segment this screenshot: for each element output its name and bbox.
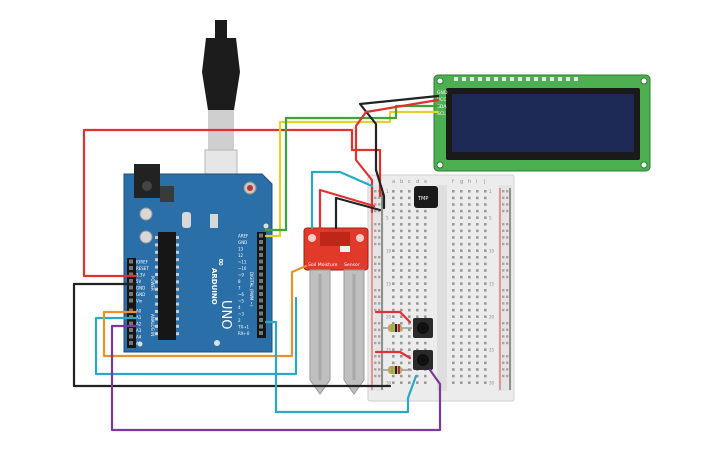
- wire-cyan-sensor: [94, 170, 374, 376]
- analog-pin-label: A4: [136, 334, 142, 339]
- digital-pin-label: 4: [238, 305, 241, 310]
- power-section-label: POWER: [150, 276, 155, 291]
- digital-pin-label: 7: [238, 285, 241, 290]
- row-label-left: 20: [386, 314, 392, 319]
- resistor-2: [382, 366, 412, 374]
- digital-pin-label: ~10: [238, 266, 247, 271]
- soil-moisture-sensor[interactable]: Soil Moisture Sensor: [303, 227, 369, 395]
- usb-cable: [202, 20, 240, 195]
- soil-label-left: Soil Moisture: [308, 262, 338, 268]
- col-label-b: b: [400, 179, 403, 185]
- digital-pwm-label: DIGITAL (PWM ~): [249, 272, 254, 307]
- power-pin-label: IOREF: [136, 259, 149, 264]
- digital-pin-label: GND: [238, 240, 247, 245]
- col-label-h: h: [468, 179, 471, 185]
- row-label-right: 30: [489, 380, 495, 385]
- wires: [72, 94, 442, 432]
- breadboard-column-labels: a b c d e f g h i j: [392, 179, 485, 185]
- power-pin-label: 3.3V: [136, 272, 145, 277]
- row-label-left: 15: [386, 281, 392, 286]
- digital-pin-label: 2: [238, 318, 241, 323]
- arduino-brand-label: ARDUINO: [210, 268, 218, 305]
- lcd-pin-gnd: GND: [437, 90, 448, 96]
- analog-pin-label: A0: [136, 308, 142, 313]
- wire-orange-a0: [102, 264, 308, 358]
- arduino-logo-group: ∞ ARDUINO UNO: [210, 258, 233, 329]
- wire-purple-button: [110, 324, 442, 432]
- digital-pin-label: ~6: [238, 292, 244, 297]
- pushbutton-2[interactable]: [413, 350, 433, 370]
- col-label-f: f: [452, 179, 454, 185]
- analog-pin-label: A2: [136, 321, 142, 326]
- wire-yellow-sda: [264, 110, 440, 238]
- lcd-module[interactable]: GND VCC SDA SCL: [433, 74, 651, 172]
- col-label-i: i: [476, 179, 477, 185]
- digital-pin-label: RX←0: [238, 331, 250, 336]
- row-label-right: 10: [489, 248, 495, 253]
- lcd-pin-vcc: VCC: [437, 97, 447, 103]
- row-label-right: 15: [489, 281, 495, 286]
- col-label-a: a: [392, 179, 395, 185]
- wire-cyan-button: [264, 320, 418, 414]
- breadboard-holes: [374, 190, 509, 384]
- col-label-c: c: [408, 179, 411, 185]
- row-label-right: 5: [489, 215, 492, 220]
- lcd-screen: [452, 94, 634, 152]
- row-label-right: 1: [489, 189, 492, 194]
- wire-red-button2: [374, 350, 412, 360]
- digital-pin-label: ~11: [238, 259, 247, 264]
- power-pin-label: Vin: [136, 298, 143, 303]
- wire-black-gnd-loop: [72, 282, 392, 388]
- microcontroller-chip: [158, 232, 176, 340]
- wire-red-5v-loop: [82, 128, 382, 278]
- row-label-left: 1: [386, 189, 389, 194]
- resistor-1: [382, 324, 412, 332]
- digital-pin-label: 13: [238, 246, 244, 251]
- analog-section-label: ANALOG IN: [150, 314, 155, 336]
- pushbutton-1[interactable]: [413, 318, 433, 338]
- col-label-e: e: [424, 179, 427, 185]
- power-pin-label: GND: [136, 285, 145, 290]
- power-pin-label: 5V: [136, 279, 142, 284]
- wire-black-lcd-gnd: [358, 94, 440, 210]
- power-pin-label: GND: [136, 292, 145, 297]
- digital-pin-label: TX→1: [237, 324, 250, 329]
- digital-pin-label: ~9: [238, 272, 244, 277]
- row-label-left: 25: [386, 347, 392, 352]
- analog-pin-label: A1: [136, 315, 142, 320]
- col-label-d: d: [416, 179, 419, 185]
- arduino-model-label: UNO: [218, 300, 233, 329]
- row-label-left: 10: [386, 248, 392, 253]
- analog-pin-label: A3: [136, 328, 142, 333]
- digital-pin-label: 8: [238, 279, 241, 284]
- lcd-pin-scl: SCL: [437, 111, 446, 117]
- power-pin-label: RESET: [136, 266, 149, 271]
- soil-label-right: Sensor: [344, 262, 360, 268]
- row-label-right: 25: [489, 347, 495, 352]
- tmp-sensor-label: TMP: [417, 196, 428, 202]
- temperature-sensor[interactable]: TMP: [414, 186, 438, 208]
- digital-pin-label: ~5: [238, 298, 244, 303]
- row-label-left: 5: [386, 215, 389, 220]
- digital-pin-label: 12: [238, 253, 244, 258]
- row-label-left: 30: [386, 380, 392, 385]
- col-label-j: j: [483, 179, 485, 185]
- capacitors: [139, 207, 218, 244]
- wire-black-sensor-gnd: [334, 196, 382, 230]
- row-label-right: 20: [489, 314, 495, 319]
- wire-red-button1: [374, 310, 412, 324]
- digital-pin-label: AREF: [238, 233, 249, 238]
- wire-red-sensor-vcc: [318, 188, 376, 230]
- col-label-g: g: [460, 179, 463, 185]
- infinity-logo-icon: ∞: [215, 258, 226, 266]
- lcd-header-pins: [454, 77, 578, 81]
- lcd-pin-sda: SDA: [437, 104, 447, 110]
- digital-pin-label: ~3: [238, 311, 244, 316]
